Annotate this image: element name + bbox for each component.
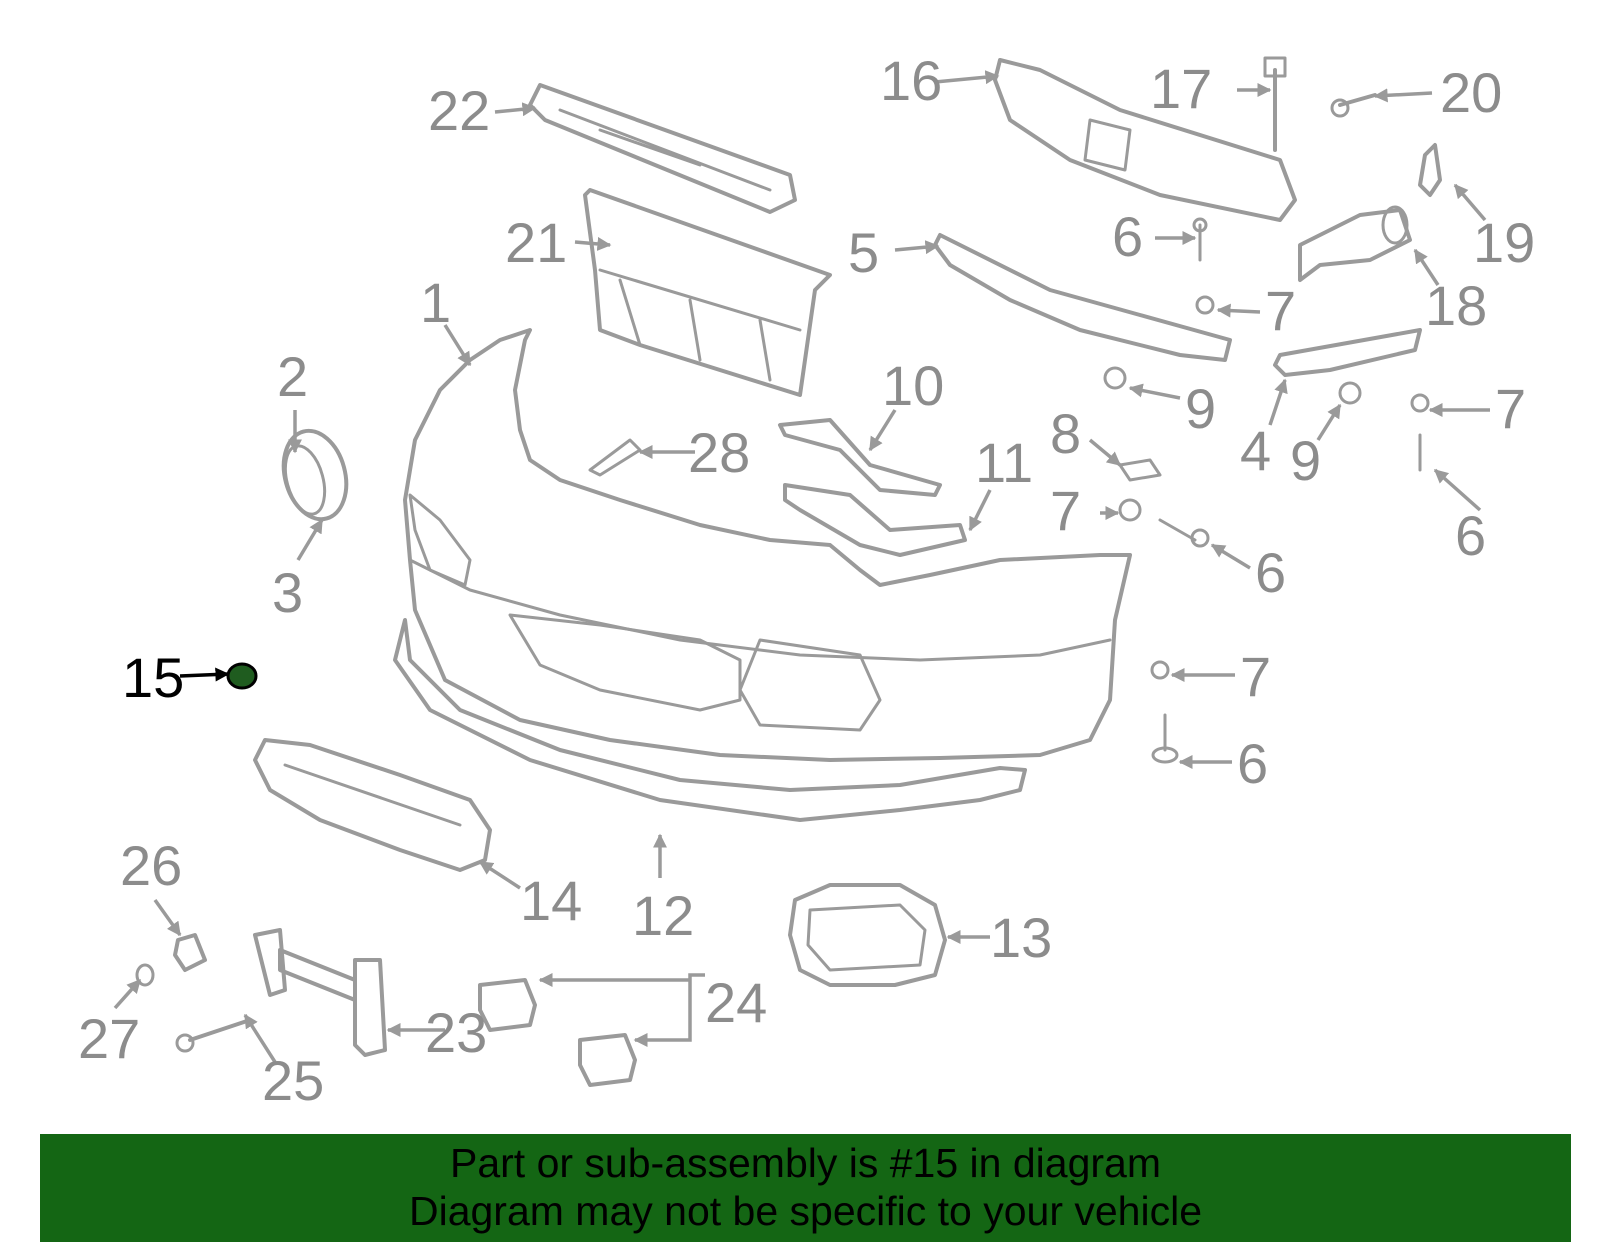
part-12-lower-spoiler [393,618,1027,822]
small-fasteners [1103,217,1430,764]
callout-1: 1 [420,271,451,334]
part-1-bumper-cover [403,328,1132,762]
part-5-support [933,233,1232,362]
callout-25: 25 [262,1049,324,1112]
callout-11: 11 [975,431,1033,494]
part-13-trim-ring [788,883,947,987]
part-22-upper-grille [528,83,797,214]
callout-19: 19 [1473,211,1535,274]
callout-10: 10 [882,354,944,417]
callout-6d: 6 [1237,732,1268,795]
part-16-impact-bar [993,58,1297,222]
callout-9: 9 [1185,377,1216,440]
callout-7c: 7 [1050,479,1081,542]
banner-line-disclaimer: Diagram may not be specific to your vehi… [408,1188,1202,1234]
callout-2: 2 [277,345,308,408]
callout-14: 14 [520,869,582,932]
callout-23: 23 [425,1001,487,1064]
callout-4: 4 [1240,419,1271,482]
callout-15-highlighted: 15 [122,646,184,709]
info-banner: Part or sub-assembly is #15 in diagram D… [40,1134,1571,1242]
callout-6c: 6 [1255,541,1286,604]
part-10-bracket [778,418,942,497]
part-21-center-bracket [583,188,832,397]
callout-26: 26 [120,834,182,897]
callout-22: 22 [428,79,490,142]
callout-9b: 9 [1290,429,1321,492]
callout-7b: 7 [1495,377,1526,440]
callout-16: 16 [880,49,942,112]
leader-arrows [113,70,1490,1063]
callout-17: 17 [1150,57,1212,120]
callout-13: 13 [990,906,1052,969]
part-23-bracket [253,928,387,1057]
callout-6b: 6 [1455,504,1486,567]
callout-18: 18 [1425,274,1487,337]
part-18-tow-tube [1298,205,1412,282]
part-28-clip [588,438,642,477]
part-17-bolt [1263,56,1287,152]
part-15-highlighted [226,662,258,690]
part-11-bracket [783,483,967,557]
callout-12: 12 [632,884,694,947]
banner-line-part: Part or sub-assembly is #15 in diagram [450,1140,1161,1186]
callout-21: 21 [505,211,567,274]
callout-6: 6 [1112,205,1143,268]
part-19-plate [1418,143,1442,197]
part-25-26-27-hardware [135,933,252,1053]
part-2-3-fog-lamp [281,428,349,522]
callout-7d: 7 [1240,645,1271,708]
callout-20: 20 [1440,61,1502,124]
callout-7: 7 [1265,279,1296,342]
part-24-blocks [478,978,637,1087]
part-14-side-grille [253,738,492,872]
callout-27: 27 [78,1007,140,1070]
callout-labels: 22 21 1 2 3 28 10 11 16 5 17 20 19 18 6 … [78,49,1535,1112]
part-20-bolt [1330,93,1377,118]
callout-3: 3 [272,561,303,624]
callout-8: 8 [1050,402,1081,465]
part-4-bracket [1273,328,1422,377]
callout-28: 28 [688,421,750,484]
callout-24: 24 [705,971,767,1034]
callout-5: 5 [848,221,879,284]
